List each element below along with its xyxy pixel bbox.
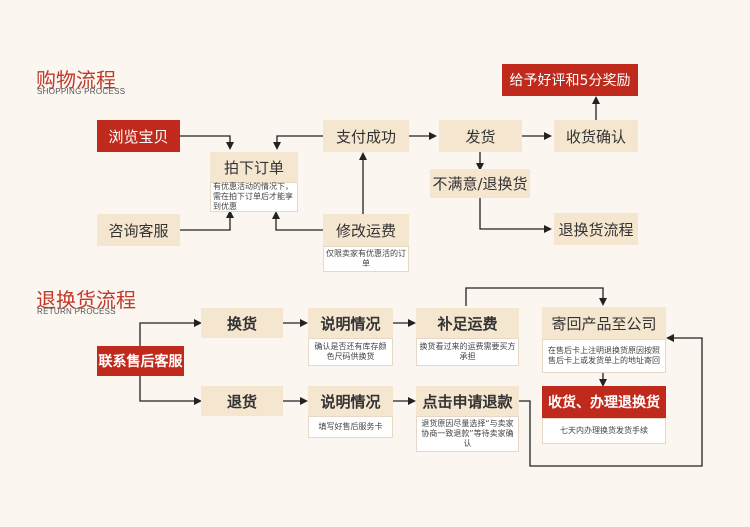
add-fee-box: 补足运费 xyxy=(416,308,519,338)
returns-title: 退换货流程 xyxy=(36,288,136,312)
reward-box: 给予好评和5分奖励 xyxy=(502,64,638,96)
process-return-box: 收货、办理退换货 xyxy=(542,386,666,418)
order-box: 拍下订单 xyxy=(210,152,298,182)
send-back-box: 寄回产品至公司 xyxy=(542,307,666,339)
receive-box: 收货确认 xyxy=(554,120,638,152)
process-return-note: 七天内办理换货发货手续 xyxy=(542,418,666,444)
explain-note-2: 填写好售后服务卡 xyxy=(308,416,393,438)
exchange-box: 换货 xyxy=(201,308,283,338)
send-back-note: 在售后卡上注明退换货原因按照售后卡上或发货单上的地址寄回 xyxy=(542,339,666,373)
apply-refund-box: 点击申请退款 xyxy=(416,386,519,416)
order-note: 有优惠活动的情况下，需在拍下订单后才能享到优惠 xyxy=(210,182,298,212)
refund-box: 退货 xyxy=(201,386,283,416)
explain-box-1: 说明情况 xyxy=(308,308,393,338)
returns-subtitle: RETURN PROCESS xyxy=(37,307,116,316)
ship-box: 发货 xyxy=(439,120,522,152)
modify-fee-note: 仅限卖家有优惠活的订单 xyxy=(323,246,409,272)
contact-support-box: 联系售后客服 xyxy=(97,346,184,376)
shopping-subtitle: SHOPPING PROCESS xyxy=(37,87,126,96)
unsatisfied-box: 不满意/退换货 xyxy=(430,169,530,198)
explain-note-1: 确认是否还有库存颜色尺码供换货 xyxy=(308,338,393,366)
browse-box: 浏览宝贝 xyxy=(97,120,180,152)
add-fee-note: 换货看过来的运费需要买方承担 xyxy=(416,338,519,366)
explain-box-2: 说明情况 xyxy=(308,386,393,416)
pay-box: 支付成功 xyxy=(323,120,409,152)
apply-refund-note: 退货原因尽量选择“与卖家协商一致退款”等待卖家确认 xyxy=(416,416,519,452)
shopping-title: 购物流程 xyxy=(36,68,116,92)
return-flow-box: 退换货流程 xyxy=(554,213,638,245)
modify-fee-box: 修改运费 xyxy=(323,214,409,246)
consult-box: 咨询客服 xyxy=(97,214,180,246)
